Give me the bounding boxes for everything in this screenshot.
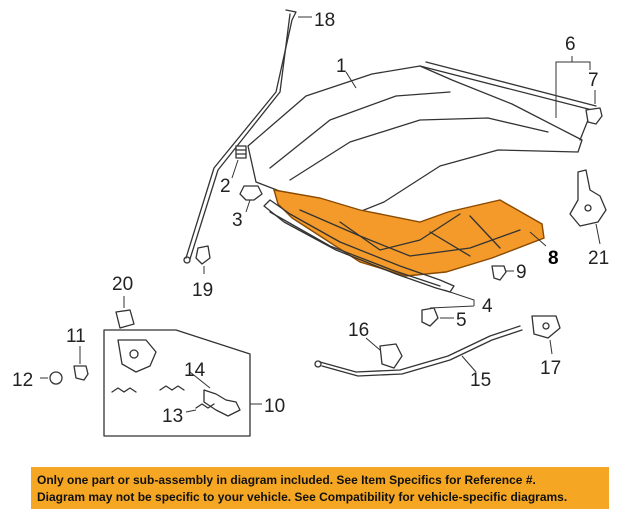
leader-1 <box>345 71 357 89</box>
part-release-cable <box>314 325 523 377</box>
part-prop-rod-holder <box>195 245 211 265</box>
part-latch-spring-small <box>195 403 215 409</box>
leader-14 <box>189 371 211 389</box>
callout-10: 10 <box>264 396 285 417</box>
part-seal-clip <box>421 307 439 327</box>
callout-3: 3 <box>232 210 243 231</box>
callout-13: 13 <box>162 406 183 427</box>
callout-14: 14 <box>184 360 206 381</box>
leader-3 <box>245 199 251 213</box>
callout-21: 21 <box>588 248 609 269</box>
part-hood-hinge <box>569 169 607 227</box>
part-hood-prop-rod <box>183 9 297 264</box>
notice-line-2: Diagram may not be specific to your vehi… <box>37 490 568 504</box>
part-latch-nut <box>49 371 63 385</box>
callout-16: 16 <box>348 320 369 341</box>
leader-21 <box>595 223 601 245</box>
part-hood-bumper-cushion <box>239 185 263 201</box>
compatibility-notice: Only one part or sub-assembly in diagram… <box>31 467 609 509</box>
callout-8: 8 <box>548 248 559 269</box>
callout-9: 9 <box>516 262 527 283</box>
leader-8 <box>529 231 547 247</box>
part-release-handle <box>379 343 403 369</box>
part-latch-lever <box>203 389 241 417</box>
leader-6 <box>555 56 591 118</box>
callout-2: 2 <box>220 176 231 197</box>
callout-15: 15 <box>470 370 491 391</box>
part-cable-bracket <box>531 315 561 339</box>
parts-diagram: 18 1 6 7 2 3 <box>12 9 609 437</box>
latch-group-box <box>103 329 251 437</box>
leader-15 <box>461 355 477 373</box>
part-insulator-clip <box>491 265 507 281</box>
part-hood-latch <box>117 339 157 373</box>
leader-13 <box>185 409 197 413</box>
callout-1: 1 <box>336 56 347 77</box>
callout-7: 7 <box>588 70 599 91</box>
part-latch-bracket <box>115 309 135 329</box>
callout-18: 18 <box>314 10 335 31</box>
notice-line-1: Only one part or sub-assembly in diagram… <box>37 473 536 487</box>
leader-2 <box>231 159 239 179</box>
callout-11: 11 <box>66 326 86 347</box>
part-hood-front-seal <box>263 199 455 293</box>
leader-17 <box>549 339 553 355</box>
leader-16 <box>365 337 381 351</box>
part-hood-clip <box>585 107 603 125</box>
callout-12: 12 <box>12 370 33 391</box>
callout-20: 20 <box>112 274 133 295</box>
callout-17: 17 <box>540 358 561 379</box>
callout-4: 4 <box>482 296 493 317</box>
callout-5: 5 <box>456 310 467 331</box>
part-hood-bumper <box>235 145 247 159</box>
leader-4 <box>429 289 475 309</box>
part-hood-insulator <box>273 189 545 277</box>
callout-19: 19 <box>192 280 213 301</box>
part-latch-springs <box>111 385 185 393</box>
part-latch-bolt <box>73 365 89 381</box>
callout-6: 6 <box>565 34 576 55</box>
